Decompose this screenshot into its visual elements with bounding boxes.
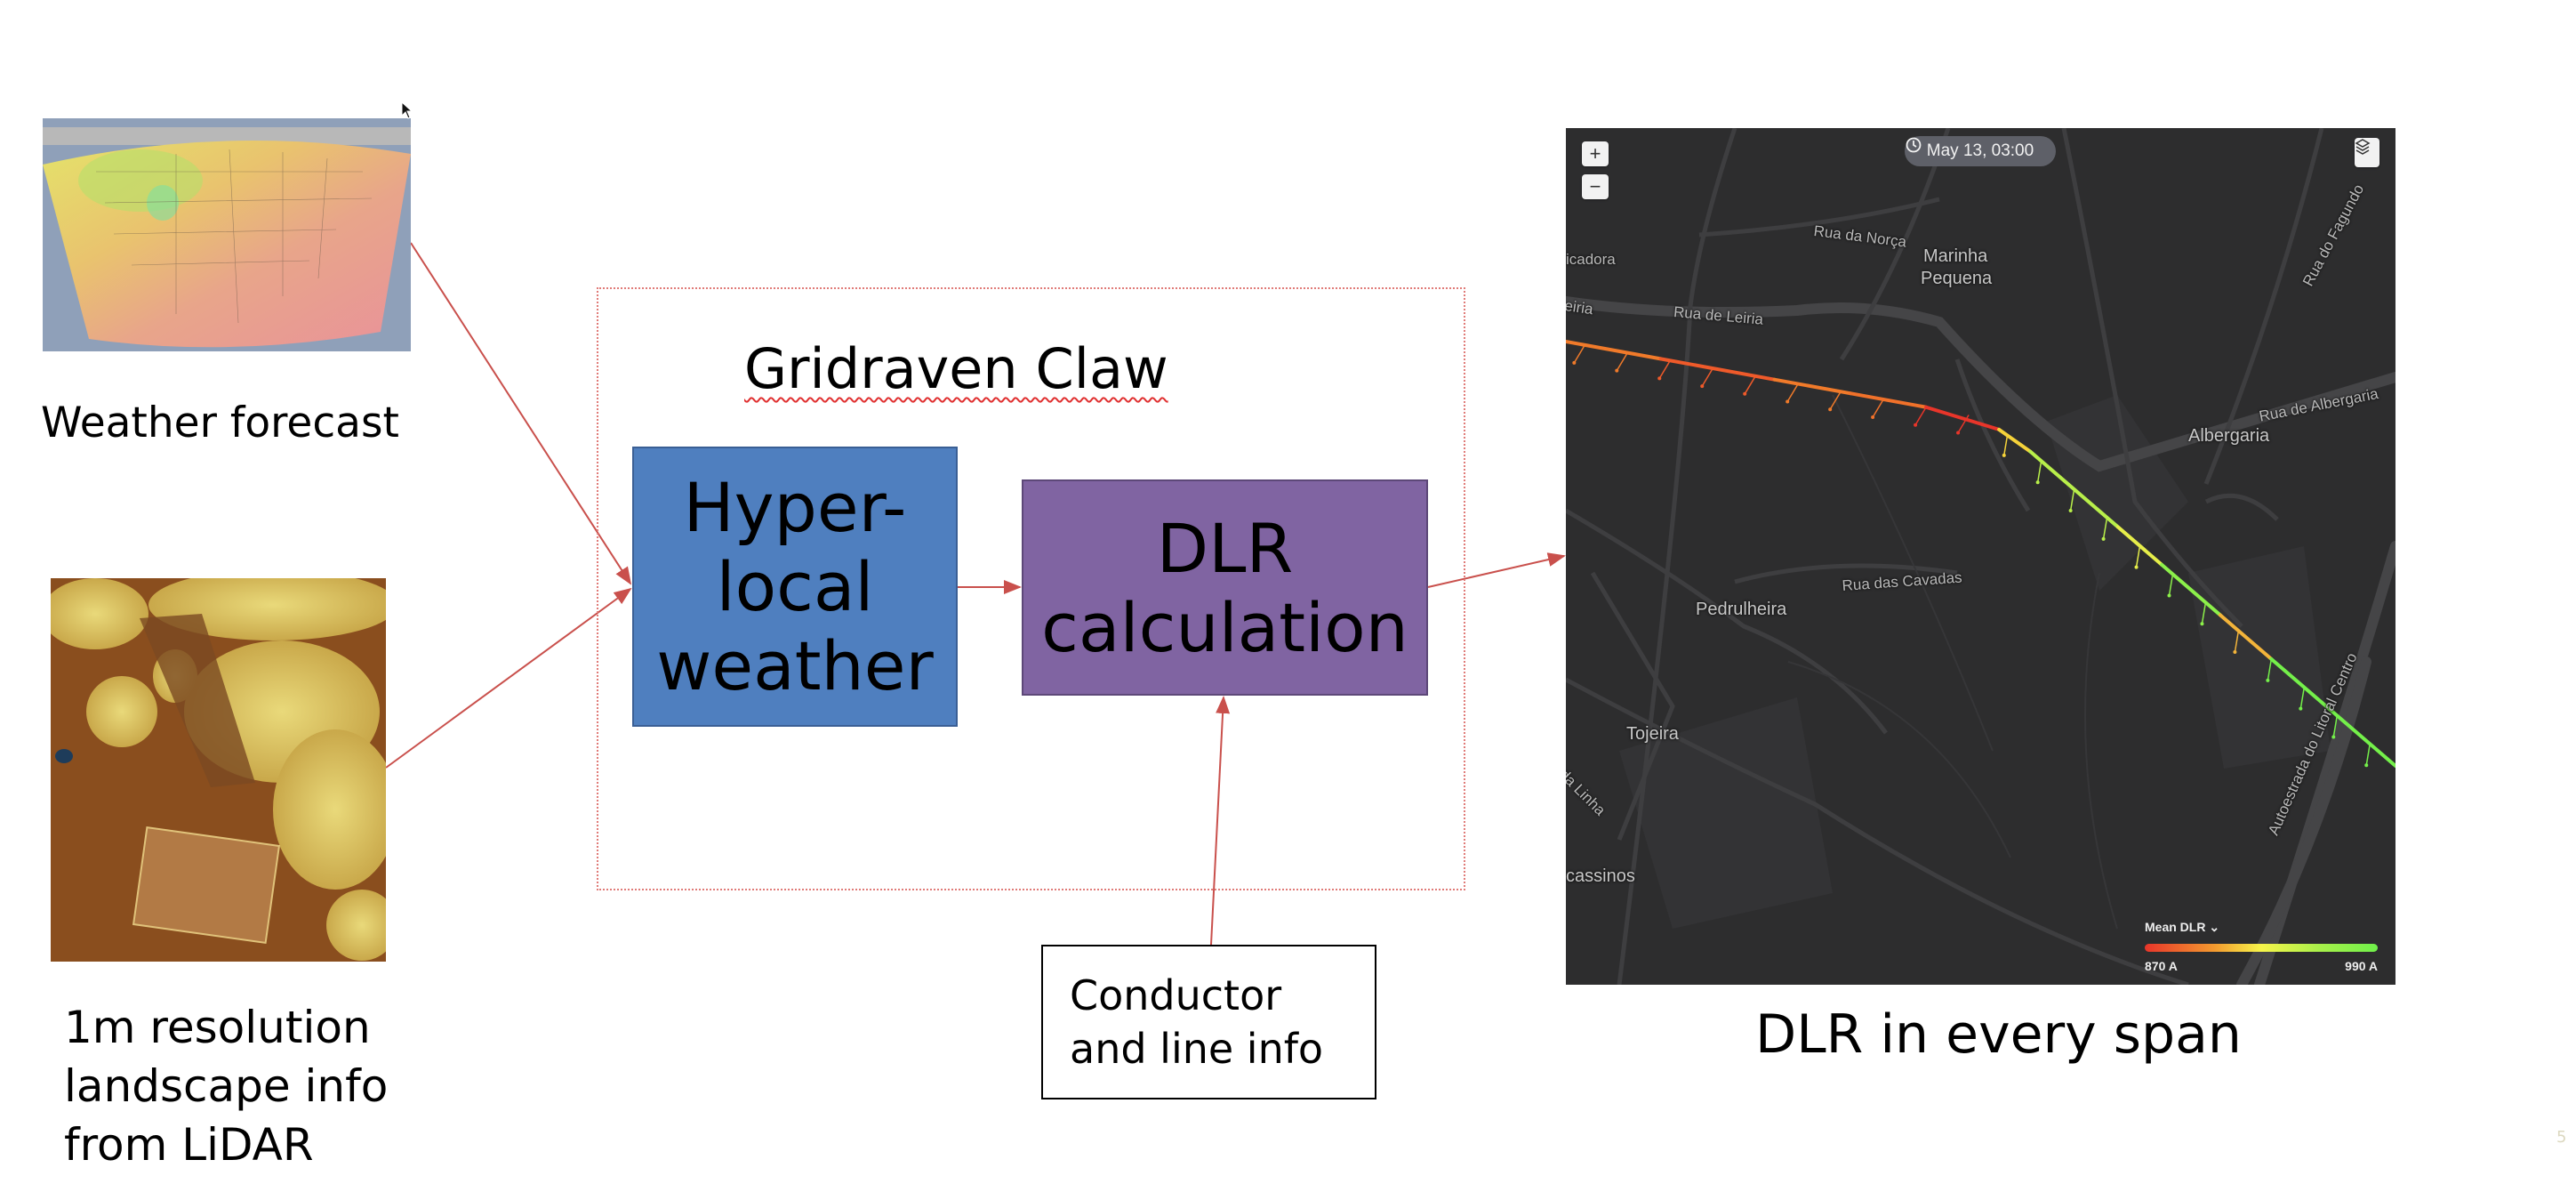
- line-span[interactable]: [2028, 449, 2120, 529]
- legend-gradient-bar: [2145, 944, 2378, 952]
- lidar-label: 1m resolution landscape info from LiDAR: [64, 1002, 389, 1171]
- wind-arrow-head: [1743, 391, 1747, 396]
- wind-arrow-head: [1828, 407, 1833, 412]
- wind-direction-arrow: [2168, 574, 2174, 596]
- wind-arrow-head: [1956, 431, 1961, 435]
- minor-roads: [1566, 128, 2324, 985]
- conductor-line-info-block: Conductor and line info: [1041, 945, 1376, 1099]
- lidar-image: [51, 578, 386, 962]
- wind-direction-arrow: [1786, 383, 1799, 402]
- hyperlocal-weather-block: Hyper- local weather: [632, 447, 958, 727]
- dlr-calculation-block: DLR calculation: [1022, 479, 1428, 696]
- wind-direction-arrow: [1573, 344, 1585, 364]
- clock-icon: [1906, 137, 1922, 153]
- dlr-map[interactable]: Rua da Norça Marinha Pequena icadora eir…: [1566, 128, 2395, 985]
- wind-direction-arrow: [2201, 602, 2207, 624]
- wind-arrow-head: [2002, 453, 2006, 457]
- wind-direction-arrow: [1701, 367, 1713, 387]
- wind-direction-arrow: [2135, 545, 2141, 568]
- weather-forecast-image: [43, 118, 411, 351]
- wind-arrow-head: [1572, 360, 1577, 365]
- wind-direction-arrow: [1744, 375, 1756, 395]
- wind-direction-arrow: [2036, 461, 2042, 483]
- wind-arrow-head: [1871, 415, 1875, 420]
- wind-arrow-head: [2200, 622, 2204, 626]
- wind-direction-arrow: [1957, 415, 1970, 433]
- wind-direction-arrow: [2069, 488, 2075, 511]
- dlr-every-span-label: DLR in every span: [1755, 1003, 2242, 1066]
- line-span[interactable]: [2218, 613, 2274, 661]
- map-label: icadora: [1566, 251, 1616, 268]
- wind-arrow-head: [2068, 509, 2073, 513]
- arrow-weather-to-hyperlocal: [410, 242, 632, 585]
- wind-direction-arrow: [2365, 744, 2371, 766]
- map-label: cassinos: [1566, 866, 1635, 886]
- wind-direction-arrow: [2299, 687, 2306, 709]
- layers-icon: [2355, 139, 2371, 155]
- map-label: eiria: [1566, 297, 1594, 318]
- zoom-in-button[interactable]: +: [1582, 141, 1609, 166]
- wind-direction-arrow: [1829, 391, 1842, 410]
- gridraven-claw-boundary: [597, 287, 1465, 890]
- wind-arrow-head: [1914, 423, 1918, 427]
- slide-number: 5: [2556, 1128, 2567, 1147]
- wind-arrow-head: [1657, 376, 1662, 381]
- arrow-lidar-to-hyperlocal: [385, 587, 632, 769]
- power-line[interactable]: [1566, 340, 2395, 768]
- wind-direction-arrow: [2102, 517, 2108, 539]
- line-span[interactable]: [1658, 357, 1777, 382]
- gridraven-claw-title: Gridraven Claw: [744, 336, 1168, 401]
- wind-arrow-head: [2167, 593, 2171, 598]
- wind-direction-arrow: [1616, 352, 1628, 371]
- wind-arrow-head: [2266, 678, 2270, 682]
- wind-direction-arrow: [2267, 658, 2273, 681]
- weather-forecast-label: Weather forecast: [41, 399, 399, 447]
- wind-arrow-head: [2134, 565, 2139, 569]
- wind-arrow-head: [2331, 735, 2336, 739]
- legend-max: 990 A: [2345, 959, 2378, 973]
- line-span[interactable]: [2269, 656, 2395, 768]
- wind-arrow-head: [1615, 368, 1619, 373]
- map-label: Albergaria: [2188, 426, 2270, 446]
- line-span[interactable]: [2115, 525, 2164, 567]
- wind-arrow-head: [2299, 706, 2303, 711]
- legend-title: Mean DLR: [2145, 920, 2206, 934]
- arrow-conductor-to-dlr: [1210, 696, 1231, 946]
- map-label: Pequena: [1921, 269, 1993, 288]
- chevron-down-icon: ⌄: [2209, 920, 2220, 934]
- wind-direction-arrow: [1914, 407, 1927, 426]
- legend-min: 870 A: [2145, 959, 2178, 973]
- wind-arrow-head: [2035, 480, 2040, 485]
- layers-button[interactable]: [2355, 138, 2379, 167]
- wind-arrow-head: [2233, 650, 2237, 655]
- line-span[interactable]: [1924, 405, 2002, 431]
- wind-direction-arrow: [1658, 359, 1671, 379]
- zoom-out-button[interactable]: −: [1582, 174, 1609, 199]
- wind-direction-arrow: [2234, 630, 2240, 653]
- wind-arrow-head: [2101, 536, 2106, 541]
- line-span[interactable]: [2160, 562, 2222, 617]
- wind-arrow-head: [1700, 384, 1705, 389]
- line-span[interactable]: [1848, 391, 1929, 409]
- wind-direction-arrow: [2003, 433, 2009, 455]
- wind-arrow-head: [1786, 399, 1790, 404]
- wind-direction-arrow: [1872, 399, 1884, 418]
- wind-arrow-head: [2364, 763, 2369, 768]
- map-label: Marinha: [1923, 246, 1988, 266]
- time-selector[interactable]: May 13, 03:00: [1905, 136, 2056, 166]
- time-label: May 13, 03:00: [1926, 141, 2034, 160]
- line-span[interactable]: [1997, 427, 2033, 454]
- map-label: Tojeira: [1626, 724, 1679, 744]
- mouse-cursor-icon: [401, 101, 413, 119]
- line-span[interactable]: [1566, 340, 1663, 361]
- wind-direction-arrow: [2332, 715, 2339, 737]
- map-canvas[interactable]: [1566, 128, 2395, 985]
- map-label: Pedrulheira: [1696, 600, 1787, 619]
- line-span[interactable]: [1772, 377, 1852, 396]
- arrow-dlr-to-map: [1427, 552, 1566, 588]
- legend-selector[interactable]: Mean DLR ⌄: [2145, 920, 2219, 935]
